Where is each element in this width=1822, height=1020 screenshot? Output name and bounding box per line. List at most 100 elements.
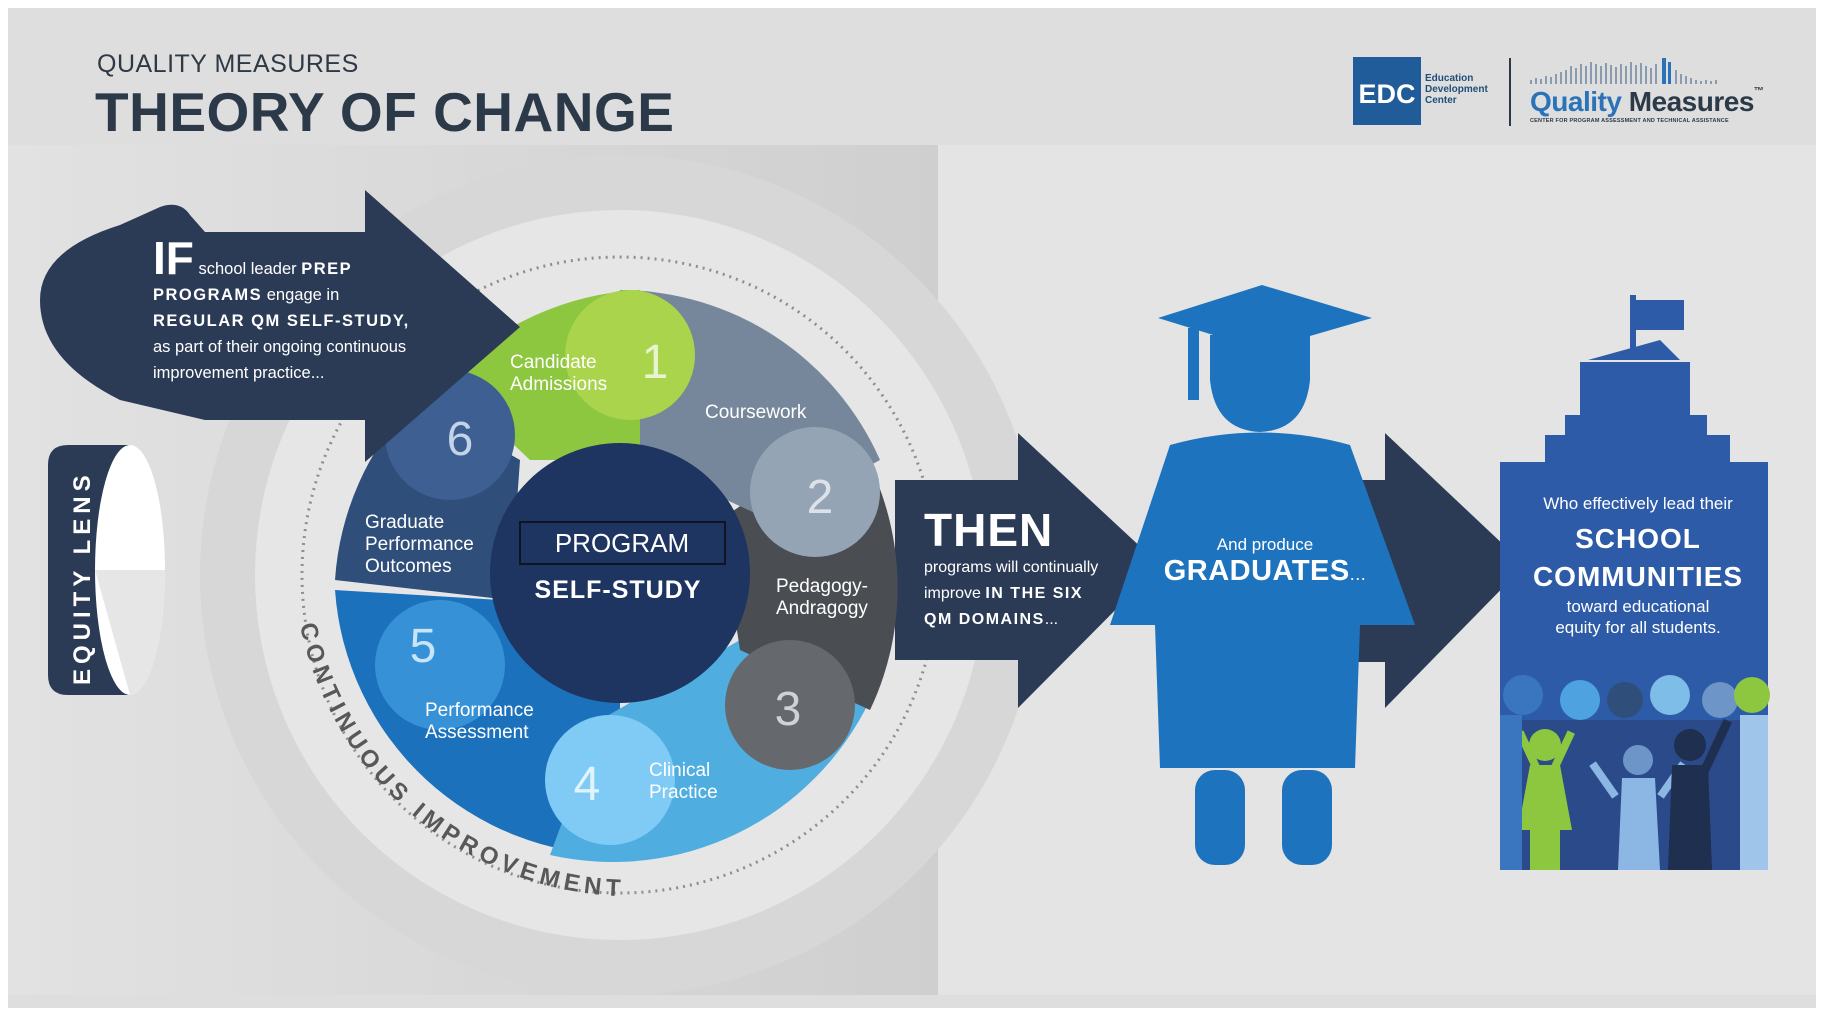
domain-number-2: 2 [807, 471, 834, 524]
graduates-word: GRADUATES [1163, 555, 1350, 587]
then-line-2a: improve [924, 585, 986, 602]
graduates-label: GRADUATES... [1140, 555, 1390, 588]
graduate-gown [1110, 432, 1415, 768]
school-roof-step-2 [1545, 435, 1730, 462]
person-body-left [1500, 715, 1522, 870]
school-foot-2: equity for all students. [1555, 618, 1721, 637]
person-body-green [1518, 765, 1572, 830]
school-footnote: toward educational equity for all studen… [1500, 596, 1776, 638]
graduate-leg-right [1282, 770, 1332, 865]
school-community-people [1500, 675, 1770, 870]
person-head [1623, 745, 1653, 775]
person-body-lightblue [1618, 778, 1660, 870]
header-subtitle: QUALITY MEASURES [97, 50, 359, 78]
page-title: THEORY OF CHANGE [95, 81, 675, 143]
domain-number-6: 6 [447, 413, 474, 466]
person-head [1529, 729, 1561, 761]
equity-lens-tab: EQUITY LENS [48, 445, 165, 695]
then-line-3a: QM DOMAINS [924, 611, 1045, 628]
if-bold-1: PREP [301, 260, 353, 278]
school-word: SCHOOL [1575, 523, 1701, 554]
domain-label-4b: Practice [649, 782, 718, 803]
if-line-2: PROGRAMS engage in [153, 282, 483, 308]
program-self-study-core [490, 443, 750, 703]
then-statement: THEN programs will continually improve I… [924, 505, 1124, 633]
graduate-to-school-arrow [1340, 433, 1525, 708]
then-line-3b: ... [1044, 611, 1059, 628]
domain-label-5b: Assessment [425, 722, 529, 743]
domain-label-2: Coursework [705, 402, 807, 423]
school-communities-label: SCHOOL COMMUNITIES [1500, 520, 1776, 596]
person-head [1607, 682, 1643, 718]
domain-label-6c: Outcomes [365, 556, 452, 577]
qm-name-1: Quality [1530, 86, 1622, 117]
graduates-ellipsis: ... [1349, 564, 1367, 584]
then-line-2: improve IN THE SIX [924, 581, 1124, 607]
person-arms-green [1516, 730, 1543, 775]
program-label-box [519, 521, 726, 565]
domain-label-6b: Performance [365, 534, 474, 555]
graduate-figure-icon [1110, 285, 1415, 865]
if-line-3: REGULAR QM SELF-STUDY, [153, 308, 483, 334]
if-line-1: IF school leader PREP [153, 235, 483, 282]
person-arms-navy [1700, 718, 1732, 773]
person-head [1650, 675, 1690, 715]
domain-label-4a: Clinical [649, 760, 710, 781]
then-word: THEN [924, 504, 1054, 556]
domain-label-3b: Andragogy [776, 598, 868, 619]
school-roof-step [1565, 415, 1707, 435]
then-line-2b: IN THE SIX [985, 585, 1084, 602]
bubble-1 [565, 290, 695, 420]
qm-trademark: ™ [1753, 86, 1764, 97]
domain-label-3a: Pedagogy- [776, 576, 868, 597]
person-head [1734, 677, 1770, 713]
if-part-1: school leader [198, 260, 302, 278]
equity-lens-label: EQUITY LENS [69, 470, 96, 685]
if-bold-2: PROGRAMS [153, 286, 263, 304]
school-dome [1580, 340, 1690, 415]
person-arms-lightblue [1589, 761, 1619, 799]
tassel-icon [1188, 328, 1199, 400]
bubble-4 [545, 715, 675, 845]
domain-number-1: 1 [642, 336, 669, 389]
person-head [1702, 682, 1738, 718]
flag-pole [1630, 295, 1636, 360]
edc-logo-box [1353, 57, 1421, 125]
graduate-head [1210, 335, 1310, 432]
person-arms-green-2 [1548, 730, 1575, 775]
logo-divider [1509, 58, 1511, 126]
person-head [1503, 675, 1543, 715]
domain-label-1b: Admissions [510, 374, 607, 395]
if-bold-3: REGULAR QM SELF-STUDY, [153, 312, 410, 330]
person-legs-green [1530, 830, 1560, 870]
school-foot-1: toward educational [1566, 597, 1710, 616]
edc-line-1: Education [1425, 73, 1474, 84]
qm-tagline: CENTER FOR PROGRAM ASSESSMENT AND TECHNI… [1530, 118, 1729, 124]
person-body-side [1740, 715, 1768, 870]
school-intro: Who effectively lead their [1543, 494, 1733, 513]
program-label: PROGRAM [555, 528, 689, 558]
then-line-3: QM DOMAINS... [924, 607, 1124, 633]
person-head [1674, 729, 1706, 761]
bubble-2 [750, 427, 880, 557]
qm-logo-text: Quality Measures™ [1530, 86, 1764, 118]
graduate-leg-left [1195, 770, 1245, 865]
edc-line-2: Development [1425, 84, 1488, 95]
if-part-2: engage in [262, 286, 340, 304]
domain-label-5a: Performance [425, 700, 534, 721]
domain-number-3: 3 [775, 683, 802, 736]
person-head [1560, 680, 1600, 720]
bubble-3 [725, 640, 855, 770]
if-word: IF [153, 232, 194, 284]
domain-wheel: PROGRAM SELF-STUDY 1 2 3 4 5 6 Candidate… [335, 290, 898, 863]
edc-logo: EDC [1353, 57, 1421, 125]
domain-number-4: 4 [574, 758, 601, 811]
communities-word: COMMUNITIES [1532, 561, 1744, 592]
mortarboard-icon [1158, 285, 1372, 350]
equity-lens-lower [95, 570, 165, 695]
if-line-4: as part of their ongoing continuous [153, 338, 407, 356]
if-arrow [40, 190, 520, 462]
domain-number-5: 5 [410, 620, 437, 673]
edc-logo-abbr: EDC [1358, 79, 1415, 109]
